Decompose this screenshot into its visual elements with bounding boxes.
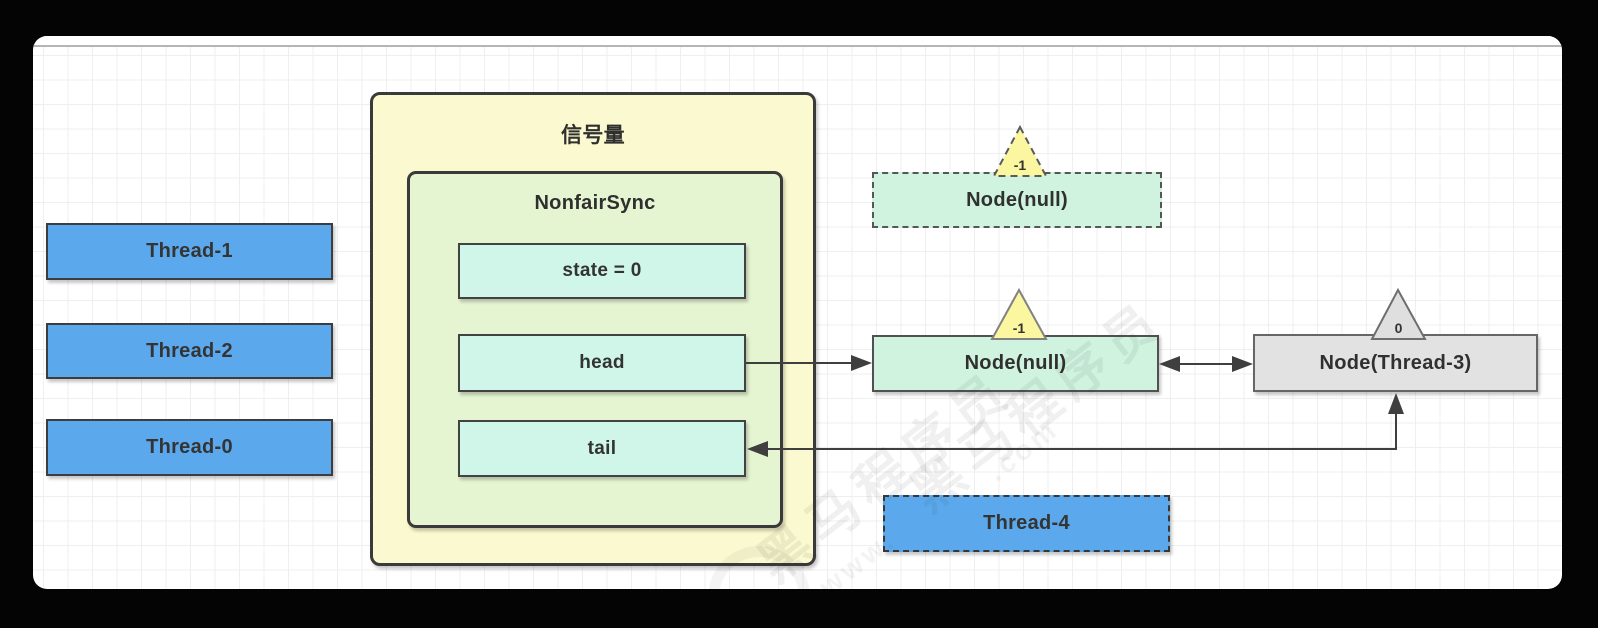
detached-node-waitstatus: -1 [1013,157,1027,173]
tail-node-waitstatus: 0 [1394,320,1403,336]
canvas-top-divider [33,36,1562,47]
head-node-label: Node(null) [964,352,1067,374]
detached-node-label: Node(null) [966,188,1068,211]
state-field-label: state = 0 [562,260,642,281]
state-field-box[interactable]: state = 0 [458,243,746,299]
nonfairsync-title: NonfairSync [534,192,656,214]
thread-1-box[interactable]: Thread-1 [46,223,333,280]
thread-0-box[interactable]: Thread-0 [46,419,333,476]
thread-4-label: Thread-4 [983,512,1070,534]
head-field-box[interactable]: head [458,334,746,392]
thread-2-label: Thread-2 [146,339,233,362]
head-to-node-arrow[interactable] [746,355,872,371]
thread-2-box[interactable]: Thread-2 [46,323,333,379]
detached-node-box[interactable]: Node(null) [872,172,1162,228]
thread-4-box[interactable]: Thread-4 [883,495,1170,552]
tail-field-box[interactable]: tail [458,420,746,477]
node-double-arrow[interactable] [1159,356,1253,372]
tail-return-arrow[interactable] [747,393,1404,457]
tail-node-label: Node(Thread-3) [1319,351,1472,374]
thread-0-label: Thread-0 [146,436,233,458]
yellow-triangle-icon [990,287,1048,340]
gray-triangle-icon [1370,287,1427,340]
tail-node-box[interactable]: Node(Thread-3) [1253,334,1538,392]
thread-1-label: Thread-1 [146,240,233,262]
head-node-waitstatus: -1 [1012,320,1026,336]
head-field-label: head [579,352,625,373]
connector-arrows-layer [746,355,1404,457]
tail-field-label: tail [587,437,617,459]
detached-node-waitstatus-triangle[interactable]: -1 [992,124,1048,178]
dashed-triangle-icon [992,124,1048,177]
head-node-waitstatus-triangle[interactable]: -1 [990,287,1048,341]
drawing-canvas[interactable]: Thread-1 Thread-2 Thread-0 信号量 NonfairSy… [33,36,1562,589]
tail-node-waitstatus-triangle[interactable]: 0 [1370,287,1427,341]
semaphore-title: 信号量 [561,124,625,147]
